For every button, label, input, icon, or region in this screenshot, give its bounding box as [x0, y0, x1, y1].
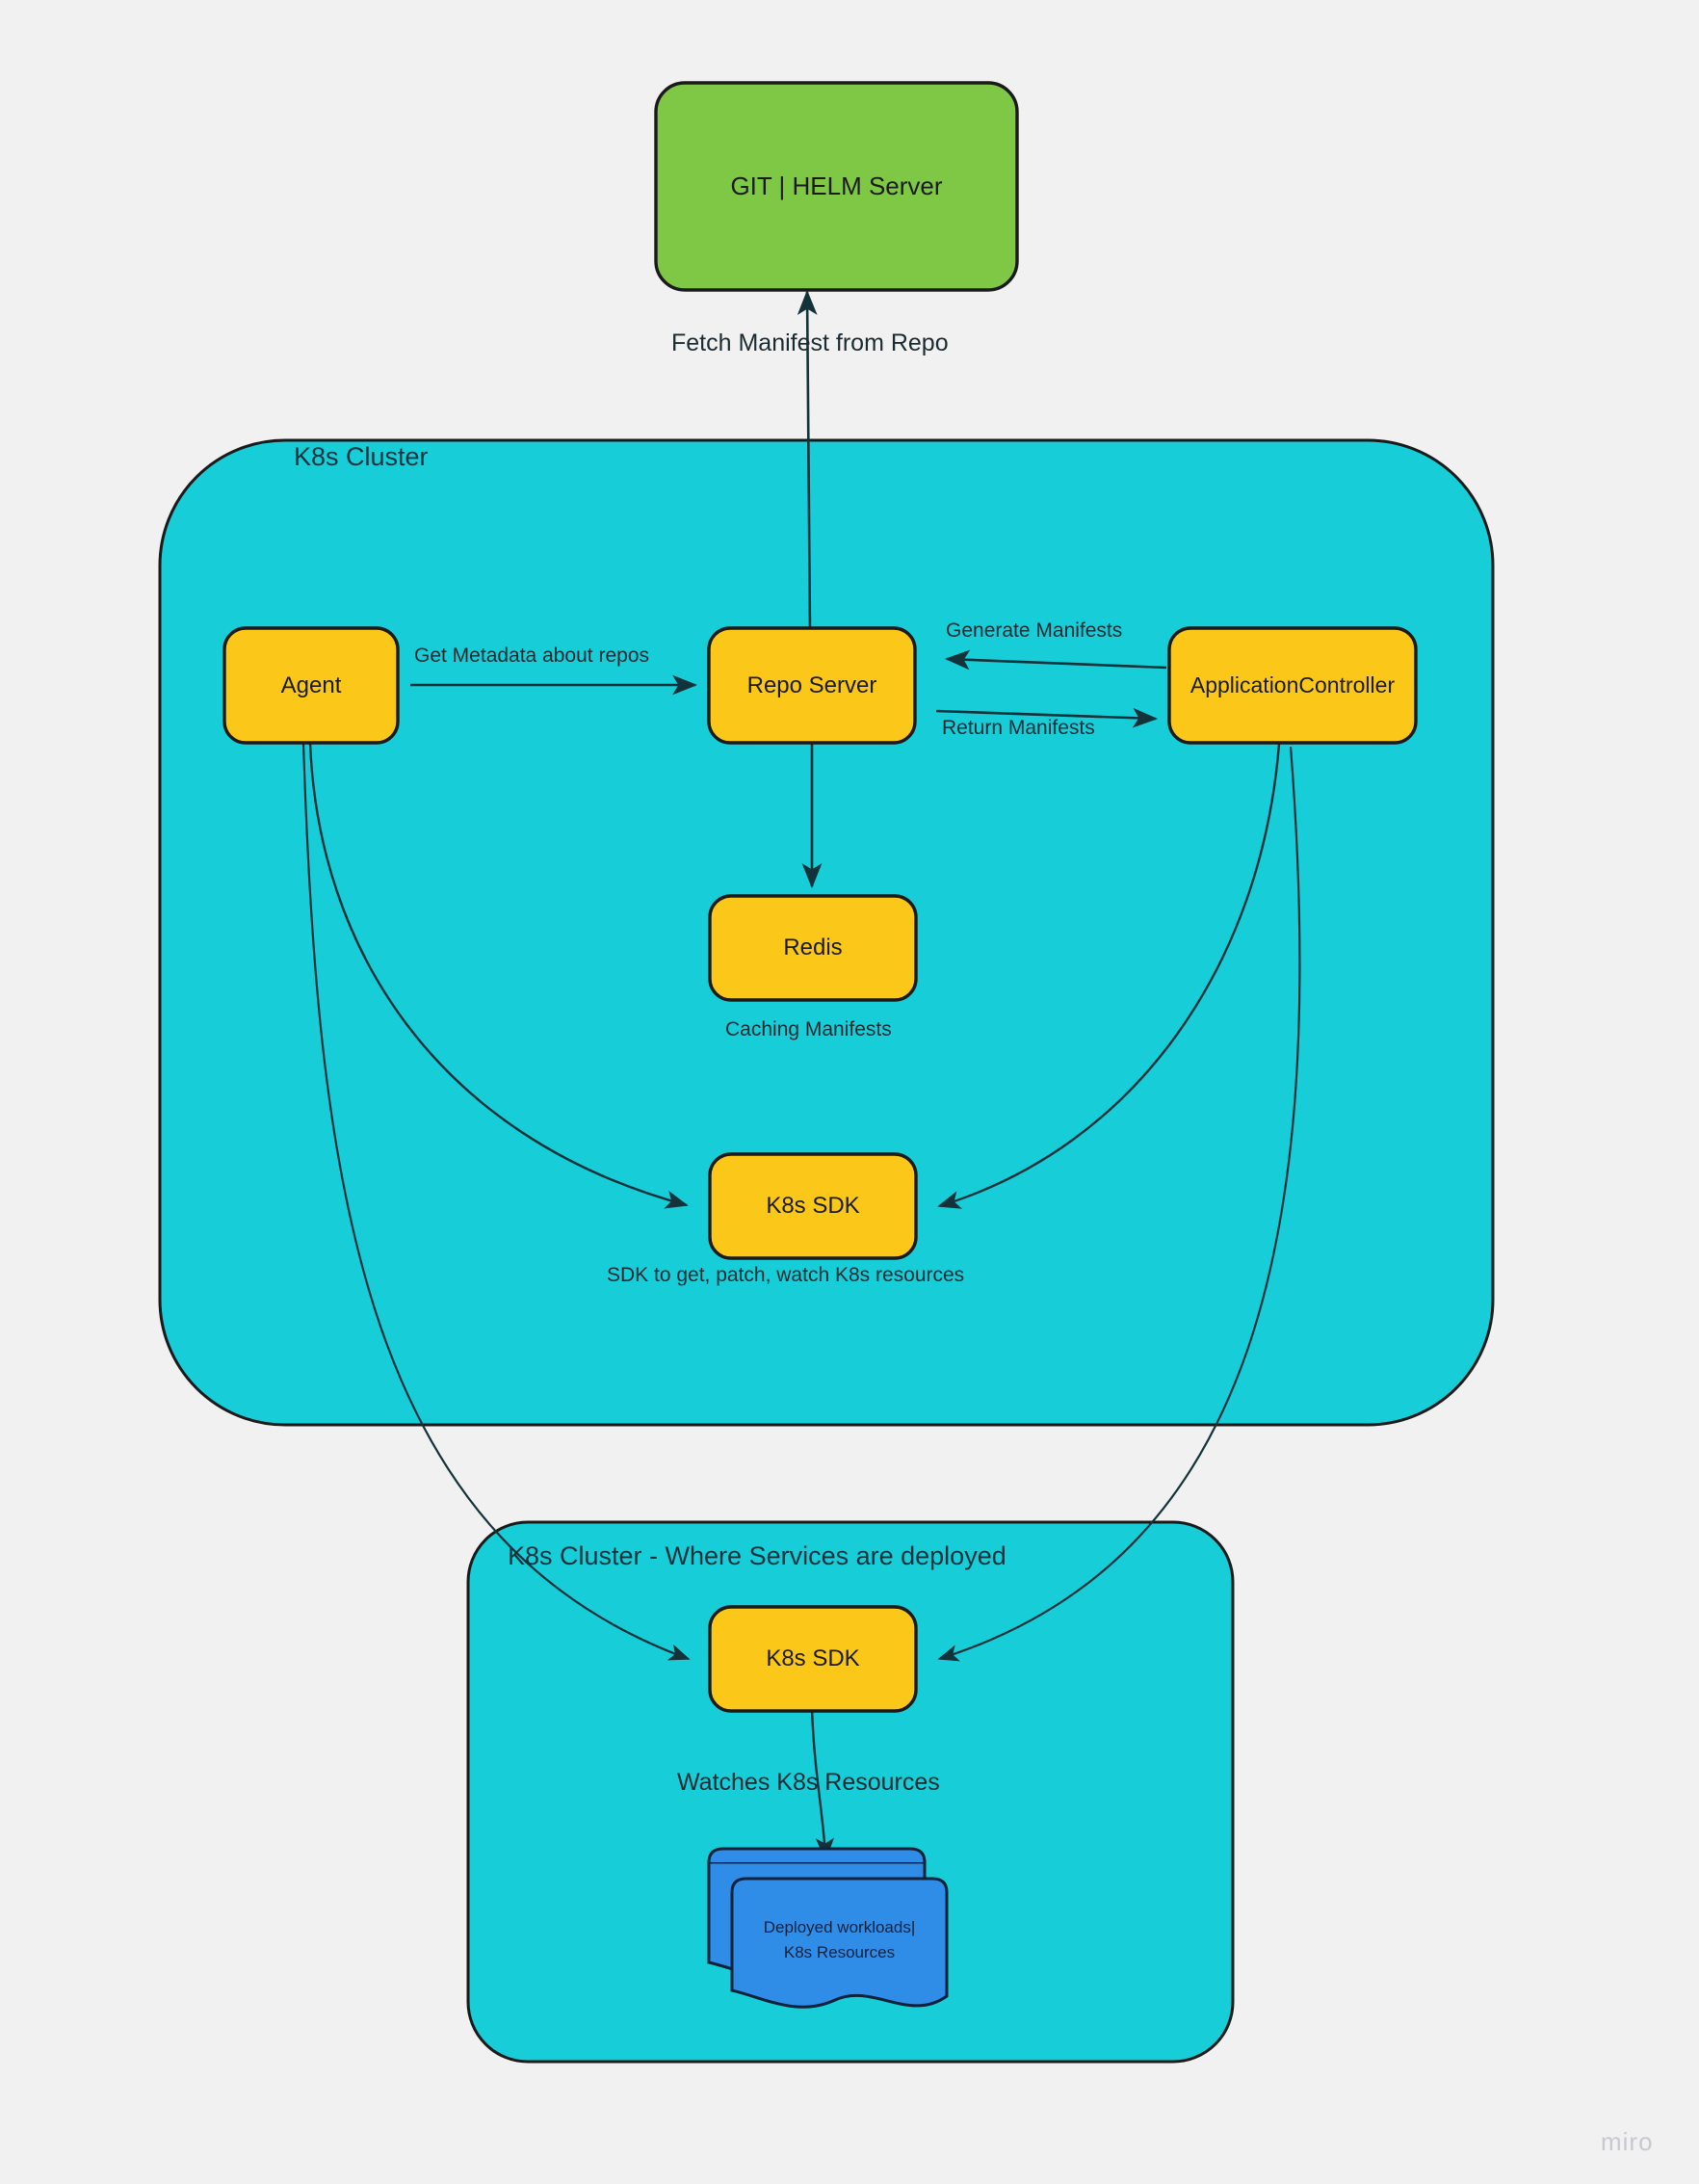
- edge-agent-to-k8s-sdk-upper: [308, 742, 689, 1209]
- edge-label-watches-resources: Watches K8s Resources: [677, 1769, 940, 1796]
- edge-label-generate-manifests: Generate Manifests: [946, 619, 1123, 642]
- node-k8s-sdk-upper[interactable]: [708, 1152, 918, 1260]
- miro-watermark: miro: [1601, 2127, 1654, 2156]
- edge-appcontroller-to-repo-server: [944, 649, 1167, 671]
- edge-repo-server-to-git: [797, 289, 818, 632]
- deployed-workloads-line-2: K8s Resources: [783, 1942, 896, 1961]
- node-redis[interactable]: [708, 894, 918, 1002]
- group-title-k8s-cluster: K8s Cluster: [294, 442, 429, 471]
- edge-label-fetch-manifest: Fetch Manifest from Repo: [671, 329, 949, 356]
- edge-label-caching-manifests: Caching Manifests: [725, 1018, 892, 1040]
- node-application-controller[interactable]: [1167, 626, 1418, 745]
- node-repo-server[interactable]: [707, 626, 917, 745]
- node-deployed-workloads[interactable]: [730, 1877, 949, 2009]
- edge-agent-to-k8s-sdk-lower: [301, 742, 691, 1661]
- node-k8s-sdk-lower[interactable]: [708, 1605, 918, 1713]
- group-k8s-cluster-services[interactable]: [466, 1520, 1235, 2064]
- edge-label-get-metadata: Get Metadata about repos: [414, 645, 649, 667]
- group-title-k8s-cluster-services: K8s Cluster - Where Services are deploye…: [508, 1541, 1006, 1570]
- edge-k8s-sdk-lower-to-workloads: [810, 1706, 835, 1861]
- edge-label-return-manifests: Return Manifests: [942, 717, 1095, 739]
- node-git-helm-server[interactable]: [654, 81, 1019, 292]
- edge-repo-server-to-appcontroller: [935, 707, 1159, 728]
- edge-label-sdk-caption: SDK to get, patch, watch K8s resources: [607, 1264, 965, 1286]
- node-label-deployed-workloads: Deployed workloads| K8s Resources: [732, 1915, 947, 1964]
- edge-appcontroller-to-k8s-sdk-upper: [937, 743, 1281, 1209]
- edge-appcontroller-to-k8s-sdk-lower: [937, 746, 1301, 1662]
- node-deployed-workloads-back-top: [707, 1847, 927, 1863]
- deployed-workloads-line-1: Deployed workloads|: [763, 1918, 916, 1936]
- node-agent[interactable]: [222, 626, 400, 745]
